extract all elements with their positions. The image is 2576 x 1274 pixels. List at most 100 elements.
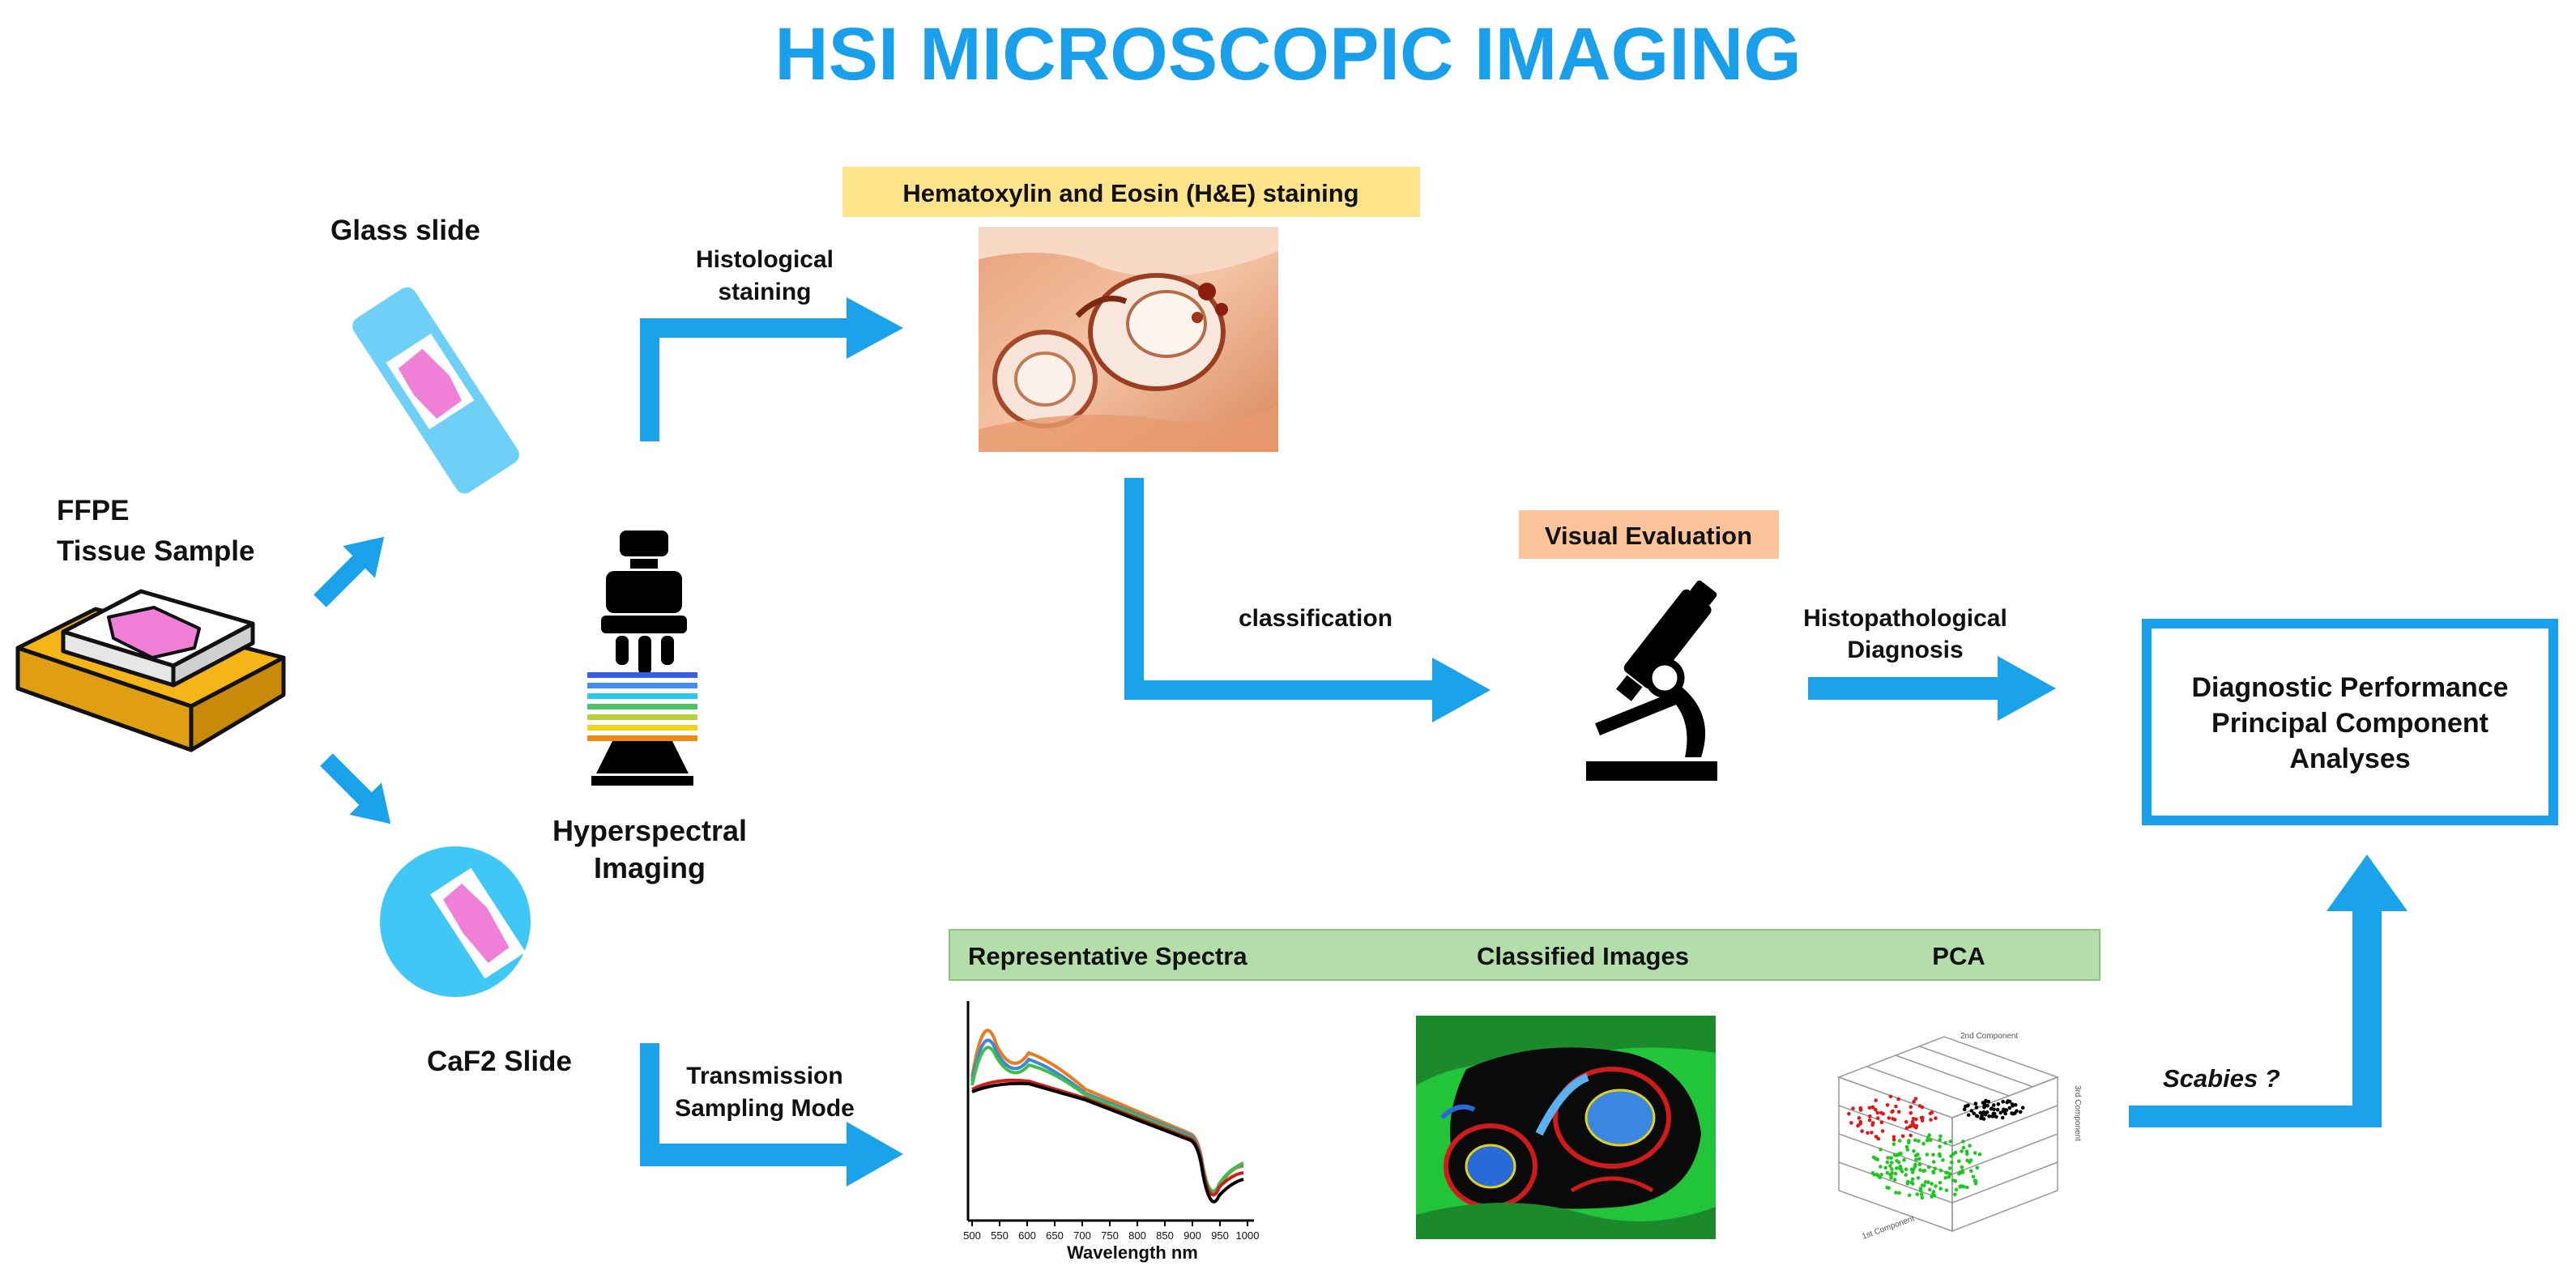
pca-point <box>1891 1137 1896 1142</box>
pca-point <box>1867 1106 1872 1110</box>
arrow-to-glass-slide <box>313 536 385 607</box>
spectra-tick-label: 650 <box>1046 1229 1064 1242</box>
pca-point <box>1910 1167 1915 1172</box>
hyperspectral-label: Hyperspectral <box>552 814 747 847</box>
pca-point <box>1969 1169 1973 1173</box>
visual-evaluation-label: Visual Evaluation <box>1545 522 1752 550</box>
pca-point <box>1991 1103 1996 1107</box>
pca-point <box>1973 1178 1977 1182</box>
tissue-cassette-icon <box>15 589 286 752</box>
pca-point <box>1897 1139 1902 1143</box>
pca-point <box>1957 1159 1961 1163</box>
pca-point <box>1858 1122 1863 1126</box>
spectra-tick-label: 750 <box>1101 1229 1119 1242</box>
pca-point <box>1885 1170 1890 1175</box>
pca-point <box>1900 1134 1905 1139</box>
pca-point <box>1892 1153 1897 1157</box>
pca-point <box>2007 1099 2012 1104</box>
pca-point <box>1991 1111 1996 1116</box>
pca-point <box>1892 1178 1897 1182</box>
pca-point <box>1938 1152 1942 1157</box>
pca-point <box>1995 1107 2000 1112</box>
pca-point <box>1928 1111 1933 1115</box>
glass-slide-label: Glass slide <box>331 215 480 246</box>
pca-point <box>1920 1183 1925 1187</box>
spectra-curve <box>971 1081 1244 1204</box>
pca-point <box>1996 1102 2001 1106</box>
histopathological-label: Histopathological <box>1803 605 2007 632</box>
pca-point <box>1874 1135 1879 1139</box>
pca-point <box>1919 1192 1924 1196</box>
pca-point <box>1938 1134 1943 1139</box>
arrow-histological-staining <box>640 297 903 441</box>
pca-point <box>1893 1171 1898 1176</box>
pca-point <box>1951 1152 1955 1157</box>
pca-point <box>1941 1158 1945 1162</box>
pca-point <box>1965 1152 1969 1157</box>
arrows <box>313 297 2408 1187</box>
pca-point <box>1982 1105 1986 1109</box>
pca-point <box>1909 1133 1913 1138</box>
pca-point <box>1892 1118 1897 1122</box>
pca-point <box>1944 1170 1948 1175</box>
pca-point <box>1980 1114 1984 1118</box>
pca-point <box>1971 1174 1976 1179</box>
pca-point <box>1913 1162 1917 1166</box>
pca-point <box>1947 1166 1952 1170</box>
pca-point <box>1867 1118 1872 1123</box>
pca-point <box>2001 1109 2006 1113</box>
page-title: HSI MICROSCOPIC IMAGING <box>774 13 1802 96</box>
pca-point <box>1923 1180 1928 1184</box>
pca-point <box>1874 1098 1878 1102</box>
pca-point <box>1917 1139 1921 1143</box>
pca-point <box>1868 1114 1872 1118</box>
classification-label: classification <box>1239 605 1392 632</box>
spectra-tick-label: 900 <box>1184 1229 1201 1242</box>
pca-point <box>2013 1103 2018 1107</box>
pca-point <box>1879 1148 1883 1152</box>
scabies-label: Scabies ? <box>2163 1064 2280 1093</box>
pca-point <box>1897 1191 1901 1195</box>
pca-point <box>1870 1131 1874 1135</box>
diagnosis-label: Diagnosis <box>1847 637 1963 663</box>
pca-point <box>1880 1129 1885 1133</box>
diagnostic-performance-box <box>2142 619 2558 825</box>
pca-point <box>1965 1158 1969 1163</box>
pca-label: PCA <box>1932 942 1985 970</box>
pca-point <box>1905 1148 1910 1152</box>
pca-point <box>1887 1186 1891 1190</box>
pca-point <box>1992 1107 1996 1112</box>
pca-point <box>1994 1114 1998 1119</box>
pca-point <box>1890 1170 1895 1175</box>
diagnostic-line-3: Analyses <box>2289 744 2410 774</box>
pca-point <box>1944 1188 1949 1192</box>
pca-point <box>1897 1165 1902 1170</box>
classified-images-label: Classified Images <box>1477 942 1689 970</box>
pca-point <box>1886 1156 1890 1160</box>
pca-point <box>1918 1188 1923 1193</box>
pca-point <box>1916 1176 1921 1180</box>
pca-point <box>1951 1178 1955 1182</box>
pca-point <box>1921 1141 1926 1146</box>
pca-scatter-plot: 1st Component 2nd Component 3rd Componen… <box>1836 1032 2082 1242</box>
pca-point <box>1910 1170 1915 1174</box>
sampling-mode-label: Sampling Mode <box>675 1095 855 1122</box>
pca-point <box>1904 1173 1908 1177</box>
pca-point <box>1849 1121 1853 1125</box>
pca-point <box>1938 1187 1943 1191</box>
diagnostic-line-2: Principal Component <box>2211 708 2489 739</box>
pca-point <box>1938 1168 1943 1173</box>
spectra-xlabel: Wavelength nm <box>1067 1242 1198 1263</box>
pca-point <box>1890 1167 1894 1171</box>
pca-point <box>1858 1108 1863 1112</box>
pca-point <box>1888 1094 1893 1099</box>
pca-point <box>1981 1117 1986 1121</box>
pca-point <box>1928 1138 1933 1142</box>
pca-point <box>1916 1153 1920 1157</box>
pca-point <box>1851 1106 1855 1110</box>
pca-point <box>1962 1107 1967 1111</box>
imaging-label: Imaging <box>594 851 706 884</box>
he-tissue-image <box>979 227 1278 452</box>
pca-point <box>1895 1166 1899 1170</box>
